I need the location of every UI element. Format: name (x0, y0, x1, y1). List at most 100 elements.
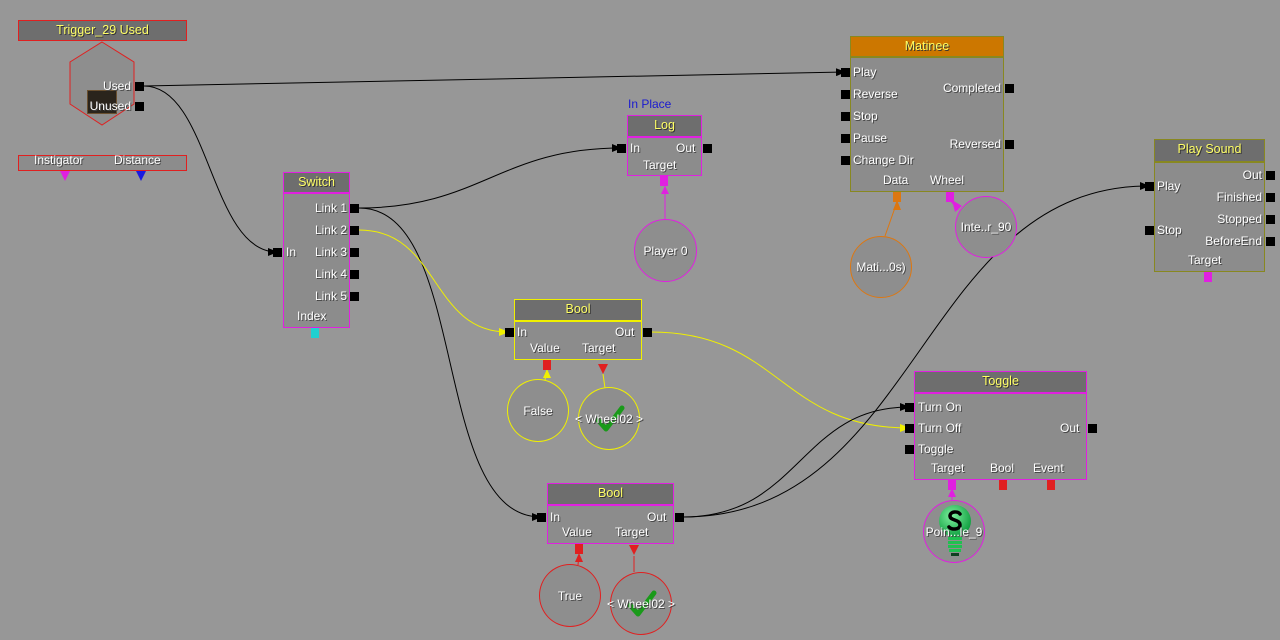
log-out-label: Out (676, 141, 696, 155)
bool1-body (514, 321, 642, 360)
matinee-in-reverse: Reverse (853, 87, 898, 101)
toggle-var-bool: Bool (990, 461, 1015, 475)
pin-playsound-stopped[interactable] (1266, 215, 1275, 224)
true-variable[interactable]: True (539, 564, 601, 627)
pin-toggle-toggle[interactable] (905, 445, 914, 454)
pin-matinee-reversed[interactable] (1005, 140, 1014, 149)
pin-bool1-in[interactable] (505, 328, 514, 337)
pin-matinee-wheel[interactable] (946, 192, 954, 202)
pin-link-5[interactable] (350, 292, 359, 301)
matinee-in-changedir: Change Dir (853, 153, 914, 167)
matinee-body (850, 57, 1004, 192)
playsound-target-label: Target (1188, 253, 1222, 267)
wheel02-variable-2[interactable]: < Wheel02 > (606, 572, 676, 635)
switch-in-label: In (286, 245, 297, 259)
matinee-out-reversed: Reversed (949, 137, 1001, 151)
pin-toggle-event[interactable] (1047, 480, 1055, 490)
toggle-title[interactable]: Toggle (914, 371, 1087, 393)
pin-toggle-bool[interactable] (999, 480, 1007, 490)
var-instigator: Instigator (34, 153, 84, 167)
false-variable[interactable]: False (507, 379, 569, 442)
point-light-variable[interactable]: Poin...le_9 (923, 500, 985, 563)
toggle-var-event: Event (1033, 461, 1064, 475)
wheel02-variable-1[interactable]: < Wheel02 > (574, 387, 644, 450)
varlink-bool1-target (602, 373, 606, 389)
log-comment: In Place (628, 97, 672, 111)
playsound-title[interactable]: Play Sound (1154, 139, 1265, 162)
pin-unused[interactable] (135, 102, 144, 111)
pin-matinee-pause[interactable] (841, 134, 850, 143)
playsound-in-stop: Stop (1157, 223, 1182, 237)
pin-playsound-target[interactable] (1204, 272, 1212, 282)
bool1-title[interactable]: Bool (514, 299, 642, 321)
pin-toggle-turnoff[interactable] (905, 424, 914, 433)
pin-switch-in[interactable] (273, 248, 282, 257)
pin-matinee-data[interactable] (893, 192, 901, 202)
wheel02-label-2: < Wheel02 > (606, 596, 676, 611)
toggle-in-turnoff: Turn Off (918, 421, 962, 435)
pin-toggle-turnon[interactable] (905, 403, 914, 412)
pin-log-target[interactable] (660, 176, 668, 186)
matinee-data-variable[interactable]: Mati...0s) (850, 236, 912, 298)
bool2-title[interactable]: Bool (547, 483, 674, 505)
switch-link-2: Link 2 (314, 223, 347, 237)
playsound-out-out: Out (1242, 168, 1262, 182)
bool2-value-label: Value (562, 525, 592, 539)
pin-bool2-in[interactable] (537, 513, 546, 522)
trigger-out-unused: Unused (89, 99, 131, 113)
toggle-in-turnon: Turn On (918, 400, 962, 414)
switch-index-label: Index (297, 309, 327, 323)
matinee-in-play: Play (853, 65, 877, 79)
playsound-body (1154, 162, 1265, 272)
wire-bool2-out-to-playsound (682, 182, 1150, 518)
trigger-hexagon (69, 41, 135, 126)
var-distance: Distance (114, 153, 161, 167)
pin-switch-index[interactable] (311, 328, 319, 338)
pin-bool1-value[interactable] (543, 360, 551, 370)
playsound-out-stopped: Stopped (1217, 212, 1262, 226)
pin-matinee-completed[interactable] (1005, 84, 1014, 93)
pin-link-2[interactable] (350, 226, 359, 235)
switch-link-1: Link 1 (314, 201, 347, 215)
wire-used-to-switch-in (143, 85, 278, 256)
matinee-title[interactable]: Matinee (850, 36, 1004, 57)
pin-bool2-value[interactable] (575, 544, 583, 554)
pin-playsound-play[interactable] (1145, 182, 1154, 191)
pin-used[interactable] (135, 82, 144, 91)
pin-toggle-target[interactable] (948, 480, 956, 490)
trigger-title[interactable]: Trigger_29 Used (18, 20, 187, 41)
log-target-label: Target (643, 158, 677, 172)
pin-toggle-out[interactable] (1088, 424, 1097, 433)
pin-log-in[interactable] (617, 144, 626, 153)
pin-bool2-out[interactable] (675, 513, 684, 522)
pin-log-out[interactable] (703, 144, 712, 153)
pin-playsound-beforeend[interactable] (1266, 237, 1275, 246)
trigger-out-used: Used (102, 79, 131, 93)
pin-link-3[interactable] (350, 248, 359, 257)
pin-link-1[interactable] (350, 204, 359, 213)
check-icon (595, 405, 625, 432)
player-variable[interactable]: Player 0 (634, 219, 697, 282)
interp-label: Inte..r_90 (960, 220, 1012, 234)
pin-matinee-stop[interactable] (841, 112, 850, 121)
wheel02-label-1: < Wheel02 > (574, 411, 644, 426)
matinee-in-pause: Pause (853, 131, 888, 145)
pin-matinee-changedir[interactable] (841, 156, 850, 165)
bool1-out-label: Out (615, 325, 635, 339)
light-bulb-icon (939, 505, 971, 556)
matinee-in-stop: Stop (853, 109, 878, 123)
interp-actor-variable[interactable]: Inte..r_90 (955, 196, 1017, 258)
pin-link-4[interactable] (350, 270, 359, 279)
pin-bool1-out[interactable] (643, 328, 652, 337)
switch-title[interactable]: Switch (283, 172, 350, 193)
playsound-out-finished: Finished (1216, 190, 1262, 204)
matinee-var-wheel: Wheel (930, 173, 965, 187)
pin-playsound-finished[interactable] (1266, 193, 1275, 202)
bool2-body (547, 505, 674, 544)
pin-playsound-out[interactable] (1266, 171, 1275, 180)
wire-used-to-matinee-play (143, 68, 846, 87)
pin-matinee-reverse[interactable] (841, 90, 850, 99)
log-title[interactable]: Log (627, 115, 702, 137)
pin-playsound-stop[interactable] (1145, 226, 1154, 235)
pin-matinee-play[interactable] (841, 68, 850, 77)
